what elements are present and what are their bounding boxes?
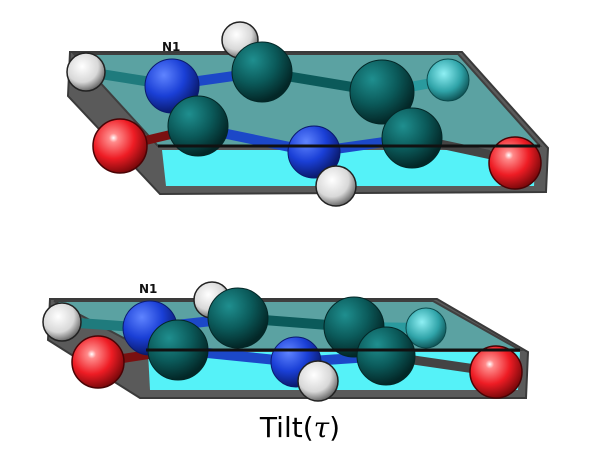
tilt-caption: Tilt(τ): [0, 411, 600, 444]
bottom-methyl-atom: [405, 307, 447, 349]
top-hydrogen-atom-n1: [66, 52, 106, 92]
bottom-oxygen-atom-left: [71, 335, 125, 389]
top-molecule-panel: [66, 21, 550, 207]
bottom-oxygen-atom-right: [469, 345, 523, 399]
tau-symbol: τ: [313, 411, 330, 444]
top-n1-label: N1: [162, 40, 181, 54]
bottom-molecule-panel: [42, 281, 530, 402]
top-plane-underside: [162, 150, 536, 186]
top-carbon-atom-2: [349, 59, 415, 125]
caption-paren-open: (: [302, 411, 314, 444]
top-oxygen-atom-left: [92, 118, 148, 174]
caption-text: Tilt: [259, 411, 303, 444]
top-carbon-atom-1: [231, 41, 293, 103]
bottom-hydrogen-atom-n1: [42, 302, 82, 342]
top-carbon-atom-3: [167, 95, 229, 157]
caption-paren-close: ): [329, 411, 341, 444]
bottom-carbon-atom-4: [356, 326, 416, 386]
bottom-carbon-atom-1: [207, 287, 269, 349]
top-hydrogen-atom-n3: [315, 165, 357, 207]
top-methyl-atom: [426, 58, 470, 102]
top-carbon-atom-4: [381, 107, 443, 169]
top-oxygen-atom-right: [488, 136, 542, 190]
bottom-n1-label: N1: [139, 282, 158, 296]
top-nitrogen-atom-n3: [287, 125, 341, 179]
bottom-hydrogen-atom-n3: [297, 360, 339, 402]
